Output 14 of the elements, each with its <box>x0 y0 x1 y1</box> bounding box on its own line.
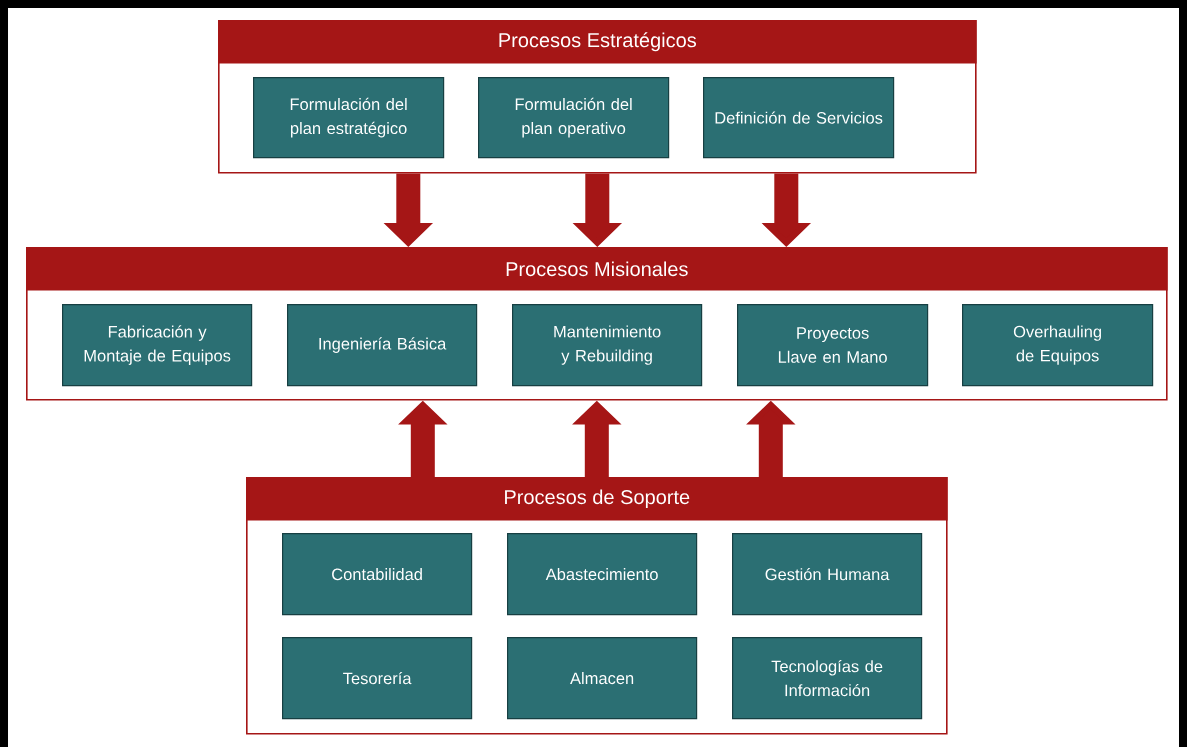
process-box: Gestión Humana <box>732 533 923 616</box>
process-box: Abastecimiento <box>507 533 698 616</box>
process-box: Contabilidad <box>282 533 473 616</box>
process-box: Mantenimiento y Rebuilding <box>512 304 703 387</box>
process-box: Tecnologías de Información <box>732 637 923 720</box>
process-box: Formulación del plan estratégico <box>253 77 445 159</box>
process-box: Ingeniería Básica <box>287 304 478 387</box>
process-box: Proyectos Llave en Mano <box>737 304 929 387</box>
process-box: Tesorería <box>282 637 473 720</box>
process-box: Fabricación y Montaje de Equipos <box>62 304 253 387</box>
process-box: Definición de Servicios <box>703 77 895 159</box>
process-box: Overhauling de Equipos <box>962 304 1154 387</box>
process-box: Formulación del plan operativo <box>478 77 670 159</box>
process-box: Almacen <box>507 637 698 720</box>
